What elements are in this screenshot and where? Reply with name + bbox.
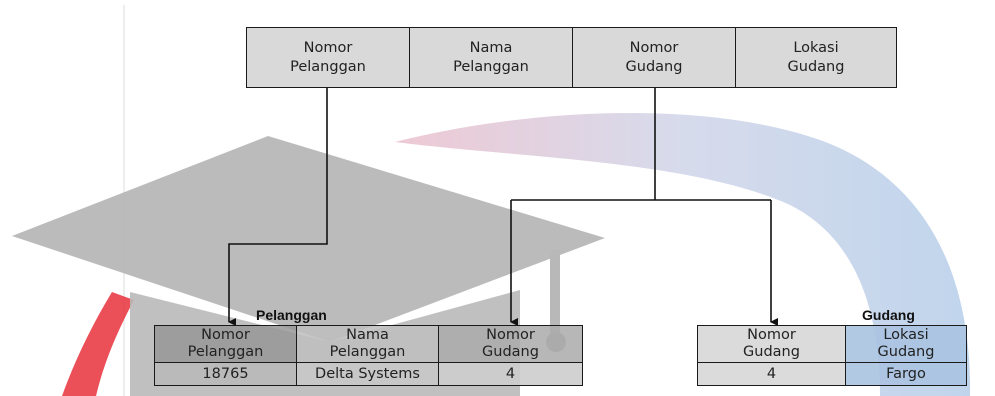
pelanggan-header-nama-pelanggan: Nama Pelanggan xyxy=(296,325,439,363)
top-col-nama-pelanggan: Nama Pelanggan xyxy=(409,27,573,88)
gudang-cell-lokasi-gudang: Fargo xyxy=(845,362,967,386)
pelanggan-cell-nama-pelanggan: Delta Systems xyxy=(296,362,439,386)
top-col-lokasi-gudang: Lokasi Gudang xyxy=(735,27,897,88)
gudang-cell-nomor-gudang: 4 xyxy=(697,362,846,386)
gudang-header-nomor-gudang: Nomor Gudang xyxy=(697,325,846,363)
pelanggan-cell-nomor-gudang: 4 xyxy=(438,362,583,386)
top-col-nomor-pelanggan: Nomor Pelanggan xyxy=(246,27,410,88)
arrow-to-pelanggan xyxy=(228,88,328,326)
gudang-title: Gudang xyxy=(862,307,915,323)
pelanggan-header-nomor-gudang: Nomor Gudang xyxy=(438,325,583,363)
watermark-arc xyxy=(395,113,971,396)
watermark-cap-top xyxy=(12,136,605,342)
pelanggan-header-nomor-pelanggan: Nomor Pelanggan xyxy=(154,325,297,363)
gudang-header-lokasi-gudang: Lokasi Gudang xyxy=(845,325,967,363)
watermark-red-accent xyxy=(62,292,134,396)
pelanggan-title: Pelanggan xyxy=(256,307,327,323)
pelanggan-cell-nomor-pelanggan: 18765 xyxy=(154,362,297,386)
top-col-nomor-gudang: Nomor Gudang xyxy=(572,27,736,88)
